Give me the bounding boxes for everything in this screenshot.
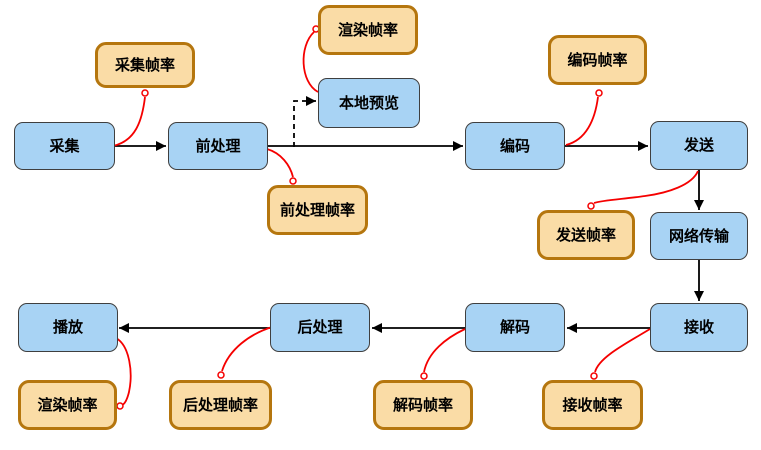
node-preprocess-fps-label: 前处理帧率 [279,200,355,219]
connector-send-to-send-fps [587,170,699,210]
node-play-label: 播放 [52,318,83,336]
connector-encode-to-encode-fps [565,89,603,146]
node-send: 发送 [650,121,748,170]
node-receive-label: 接收 [683,318,714,336]
node-decode-fps-label: 解码帧率 [392,395,453,414]
node-preprocess-fps: 前处理帧率 [267,185,368,235]
node-send-fps: 发送帧率 [537,210,635,260]
node-postprocess: 后处理 [270,303,370,352]
node-capture-fps: 采集帧率 [95,42,195,88]
connector-play-to-render-fps-bottom [115,337,132,410]
node-network-transfer-label: 网络传输 [668,226,729,245]
node-render-fps-bottom: 渲染帧率 [18,380,117,430]
node-preprocess: 前处理 [168,122,268,170]
node-render-fps-top: 渲染帧率 [318,5,418,55]
connector-preprocess-to-preprocess-fps [266,148,297,185]
node-postprocess-fps-label: 后处理帧率 [182,395,258,414]
node-receive: 接收 [650,303,748,352]
node-capture: 采集 [14,122,115,170]
dashed-arrow-preprocess-to-local-preview [293,96,316,147]
node-render-fps-bottom-label: 渲染帧率 [37,395,98,414]
connector-postprocess-to-postprocess-fps [217,326,273,379]
node-render-fps-top-label: 渲染帧率 [337,20,398,39]
node-receive-fps-label: 接收帧率 [562,395,623,414]
node-preprocess-label: 前处理 [195,136,241,155]
node-postprocess-label: 后处理 [297,318,343,336]
node-encode-fps: 编码帧率 [548,35,647,85]
connector-receive-to-receive-fps [590,328,651,380]
node-local-preview-label: 本地预览 [338,93,399,112]
node-decode: 解码 [465,303,565,352]
node-decode-label: 解码 [499,318,530,336]
node-capture-fps-label: 采集帧率 [114,55,175,74]
node-send-label: 发送 [683,136,714,154]
node-encode-fps-label: 编码帧率 [567,50,628,69]
node-encode-label: 编码 [499,136,530,155]
node-encode: 编码 [465,122,565,170]
node-postprocess-fps: 后处理帧率 [169,380,272,430]
connector-capture-to-capture-fps [112,89,149,147]
node-capture-label: 采集 [49,136,80,155]
node-play: 播放 [18,303,118,352]
connector-decode-to-decode-fps [420,328,466,380]
node-decode-fps: 解码帧率 [373,380,473,430]
connector-local-preview-to-render-fps-top [302,25,320,93]
node-network-transfer: 网络传输 [650,212,748,260]
node-local-preview: 本地预览 [318,78,420,128]
node-receive-fps: 接收帧率 [542,380,643,430]
node-send-fps-label: 发送帧率 [555,225,616,244]
